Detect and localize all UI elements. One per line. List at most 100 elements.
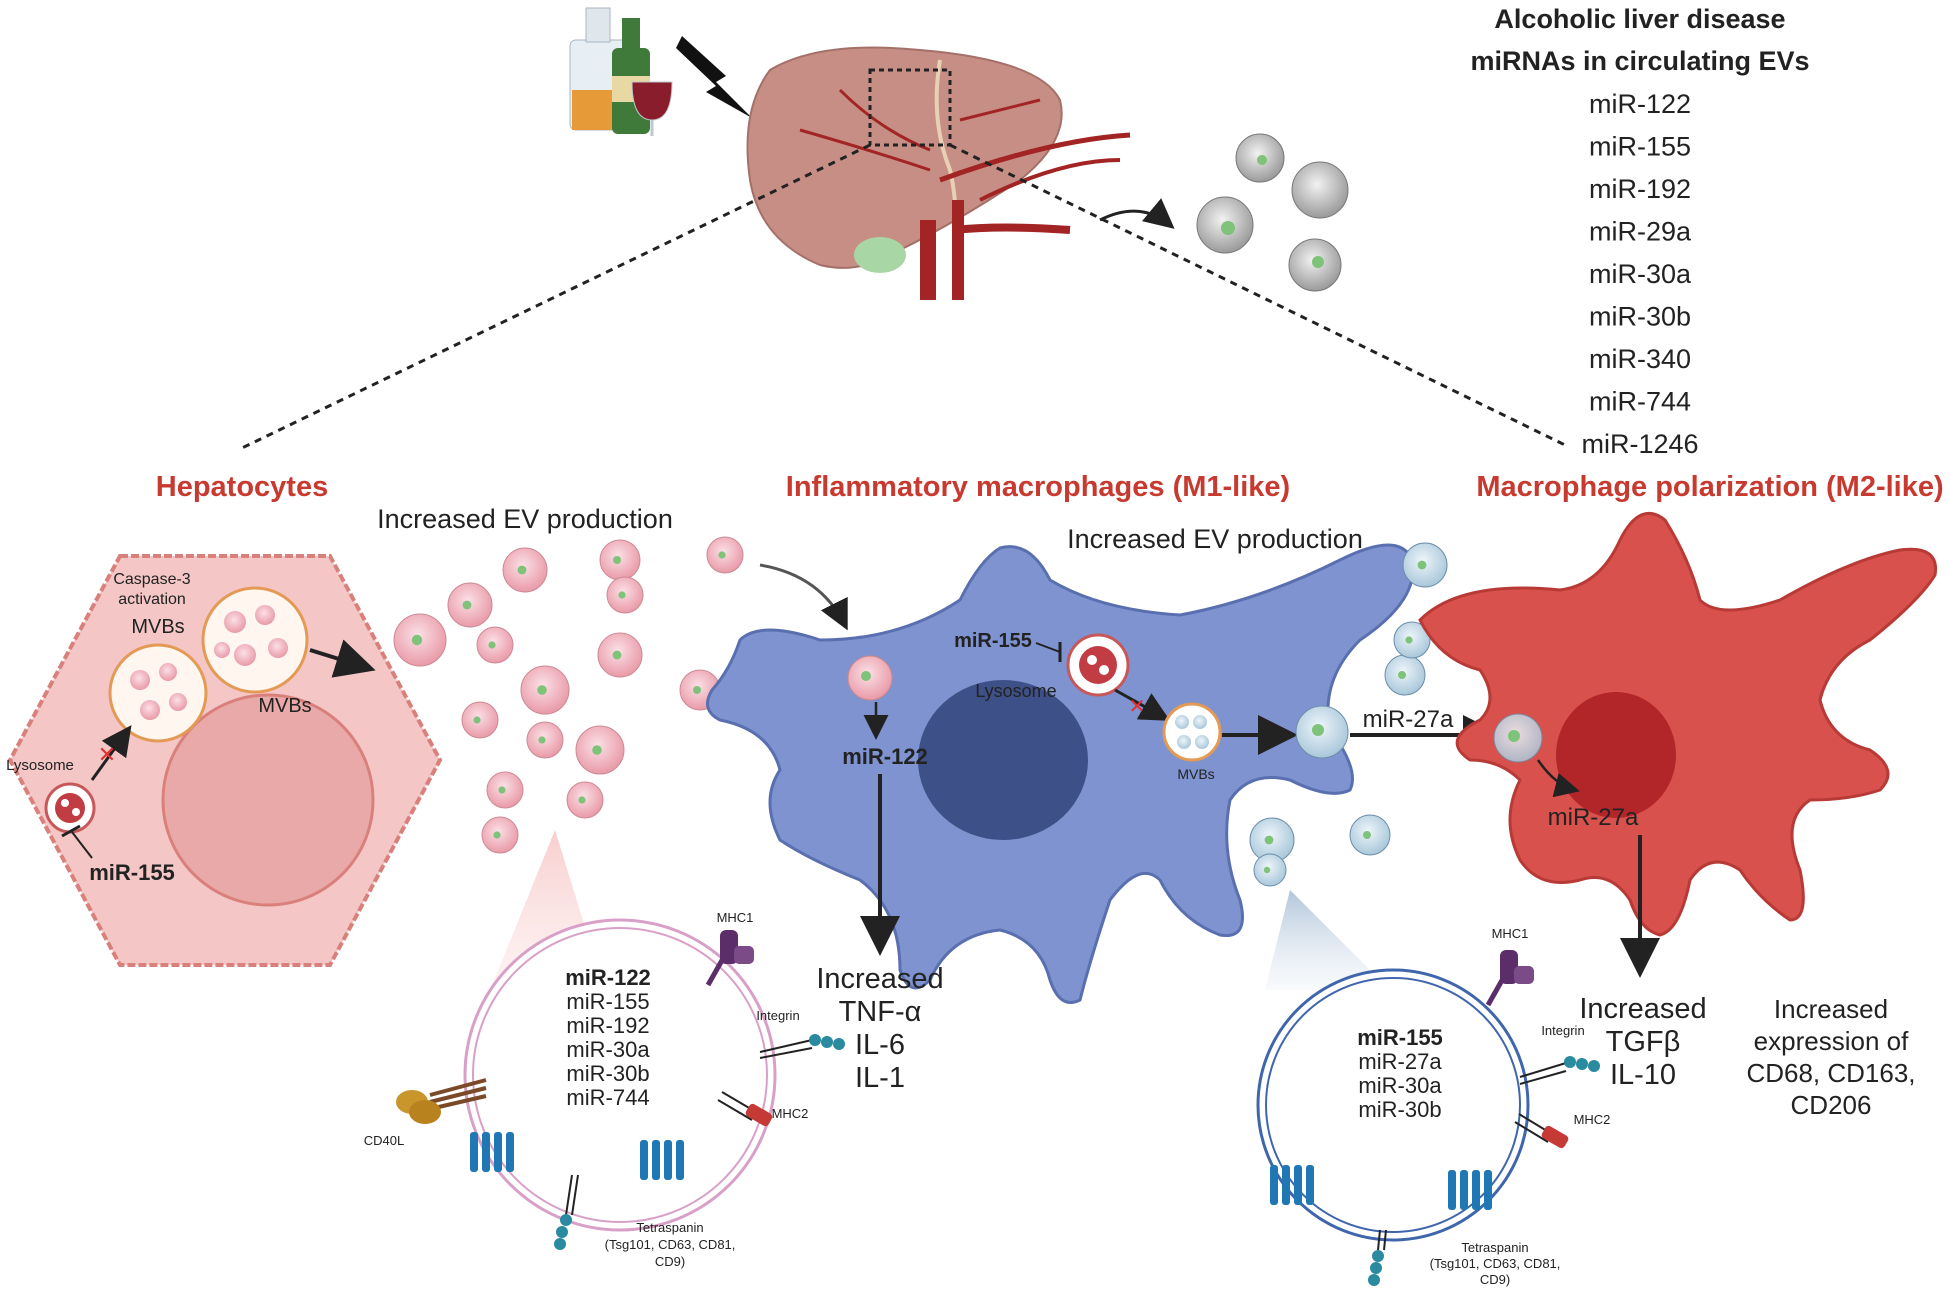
block-x-m1: ✕ [1129, 696, 1146, 718]
m2-expr-1: Increased [1774, 994, 1888, 1024]
ev-cargo-dot [473, 716, 481, 724]
m2-macrophage-cell [1418, 511, 1938, 937]
ev-cargo-dot [411, 634, 423, 646]
tetra-label-hep-3: CD9) [655, 1254, 685, 1269]
m1-out-3: IL-6 [855, 1029, 905, 1061]
mir122-m1: miR-122 [842, 744, 928, 769]
m2-expr-4: CD206 [1791, 1090, 1872, 1120]
tetra-label-m1-1: Tetraspanin [1461, 1240, 1528, 1255]
circulating-mirna-item: miR-155 [1589, 132, 1691, 162]
top-title-line1: Alcoholic liver disease [1494, 4, 1785, 34]
hep-ev-mirna-item: miR-30a [566, 1037, 650, 1062]
mhc1-label-hep: MHC1 [717, 910, 754, 925]
m2-expr-3: CD68, CD163, [1746, 1058, 1915, 1088]
integrin-label-m1: Integrin [1541, 1023, 1584, 1038]
hep-ev-mirna-item: miR-192 [566, 1013, 649, 1038]
ev-cargo-dot [538, 736, 546, 744]
hep-ev-mirna-item: miR-122 [565, 965, 651, 990]
zoom-line-left [241, 143, 871, 450]
m1-out-2: TNF-α [839, 996, 922, 1028]
integrin-icon [1368, 1229, 1387, 1286]
ev-cargo-dot [498, 786, 506, 794]
m1-ev-zoom-cone [1265, 890, 1390, 990]
mhc2-label-m1: MHC2 [1574, 1112, 1611, 1127]
m2-out-1: Increased [1579, 993, 1706, 1025]
ev-cargo-dot [488, 641, 496, 649]
circulating-mirna-item: miR-192 [1589, 174, 1691, 204]
circulating-evs [1196, 133, 1349, 292]
ev-cargo-dot [1263, 866, 1271, 874]
integrin-icon [759, 1034, 845, 1059]
m1-title: Inflammatory macrophages (M1-like) [786, 471, 1290, 503]
hep-ev-to-m1-arrow [759, 563, 848, 631]
caspase-label-2: activation [118, 591, 186, 608]
tetra-label-hep-1: Tetraspanin [636, 1220, 703, 1235]
hep-ev-detail: MHC1 Integrin MHC2 CD40L [364, 910, 845, 1269]
tetra-label-hep-2: (Tsg101, CD63, CD81, [605, 1237, 736, 1252]
inhibit-line-m1 [1035, 642, 1061, 653]
mvb-to-membrane-arrow [309, 639, 376, 678]
mvb-hep-a [108, 643, 208, 743]
ev-cargo-dot [462, 600, 472, 610]
ev-cargo-dot [578, 796, 586, 804]
ev-cargo-dot [693, 686, 701, 694]
m1-ev-mirna-item: miR-30a [1358, 1073, 1442, 1098]
circulating-mirna-list: miR-122miR-155miR-192miR-29amiR-30amiR-3… [1581, 89, 1698, 459]
m2-expr-2: expression of [1754, 1026, 1909, 1056]
m2-out-3: IL-10 [1610, 1059, 1676, 1091]
m1-ev-production: Increased EV production [1067, 524, 1363, 554]
hep-ev-production: Increased EV production [377, 504, 673, 534]
lysosome-label-hep: Lysosome [6, 757, 74, 774]
ev-cargo-dot [592, 745, 602, 755]
released-ev-m1 [1295, 705, 1349, 759]
circulating-mirna-item: miR-744 [1589, 387, 1691, 417]
hep-ev-mirna-item: miR-744 [566, 1085, 649, 1110]
ev-cargo-dot [718, 551, 726, 559]
lysosome-m1 [1066, 633, 1130, 697]
mvbs-label-a: MVBs [131, 616, 184, 638]
lightning-icon [676, 36, 752, 118]
ev-cargo-dot [517, 565, 527, 575]
mvbs-label-b: MVBs [258, 695, 311, 717]
ev-cargo-dot [618, 591, 626, 599]
m2-title: Macrophage polarization (M2-like) [1476, 471, 1943, 503]
lysosome-to-mvb-arrow [90, 725, 132, 781]
mir155-hep: miR-155 [89, 860, 175, 885]
ev-to-mir27a-arrow [1536, 759, 1580, 798]
tetraspanin-icon [1270, 1165, 1492, 1210]
mvb-m1 [1162, 702, 1222, 762]
m1-ev-mirna-item: miR-30b [1358, 1097, 1441, 1122]
ev-cargo-dot [537, 685, 547, 695]
integrin-icon [554, 1174, 579, 1250]
circulating-mirna-item: miR-1246 [1581, 429, 1698, 459]
tetra-label-m1-3: CD9) [1480, 1272, 1510, 1287]
tetra-label-m1-2: (Tsg101, CD63, CD81, [1430, 1256, 1561, 1271]
lysosome-hep [44, 782, 96, 834]
cd40l-icon [396, 1078, 487, 1124]
ev-cargo-dot [493, 831, 501, 839]
m1-released-evs [1249, 542, 1448, 887]
m1-ev-detail: MHC1 Integrin MHC2 [1256, 926, 1611, 1287]
m1-macrophage-cell [706, 543, 1415, 1004]
hepatocyte-evs [393, 536, 744, 854]
alcohol-bottles-icon [569, 7, 673, 136]
ev-cargo-dot [1417, 560, 1427, 570]
m1-ev-mirna-item: miR-27a [1358, 1049, 1442, 1074]
hep-ev-mirna-list: miR-122miR-155miR-192miR-30amiR-30bmiR-7… [565, 965, 651, 1110]
inhibit-bar-hep [61, 824, 81, 838]
cd40l-label: CD40L [364, 1133, 404, 1148]
circulating-mirna-item: miR-30b [1589, 302, 1691, 332]
circulating-mirna-item: miR-30a [1589, 259, 1692, 289]
mhc1-label-m1: MHC1 [1492, 926, 1529, 941]
m1-out-4: IL-1 [855, 1062, 905, 1094]
integrin-label-hep: Integrin [756, 1008, 799, 1023]
mhc2-icon [1514, 1113, 1569, 1149]
m1-ev-mirna-item: miR-155 [1357, 1025, 1443, 1050]
mhc2-icon [717, 1091, 773, 1127]
m1-out-1: Increased [816, 963, 943, 995]
hepatocytes-title: Hepatocytes [156, 471, 328, 503]
integrin-icon [1519, 1056, 1600, 1085]
circulating-mirna-item: miR-122 [1589, 89, 1691, 119]
mir27a-m1: miR-27a [1363, 706, 1454, 733]
